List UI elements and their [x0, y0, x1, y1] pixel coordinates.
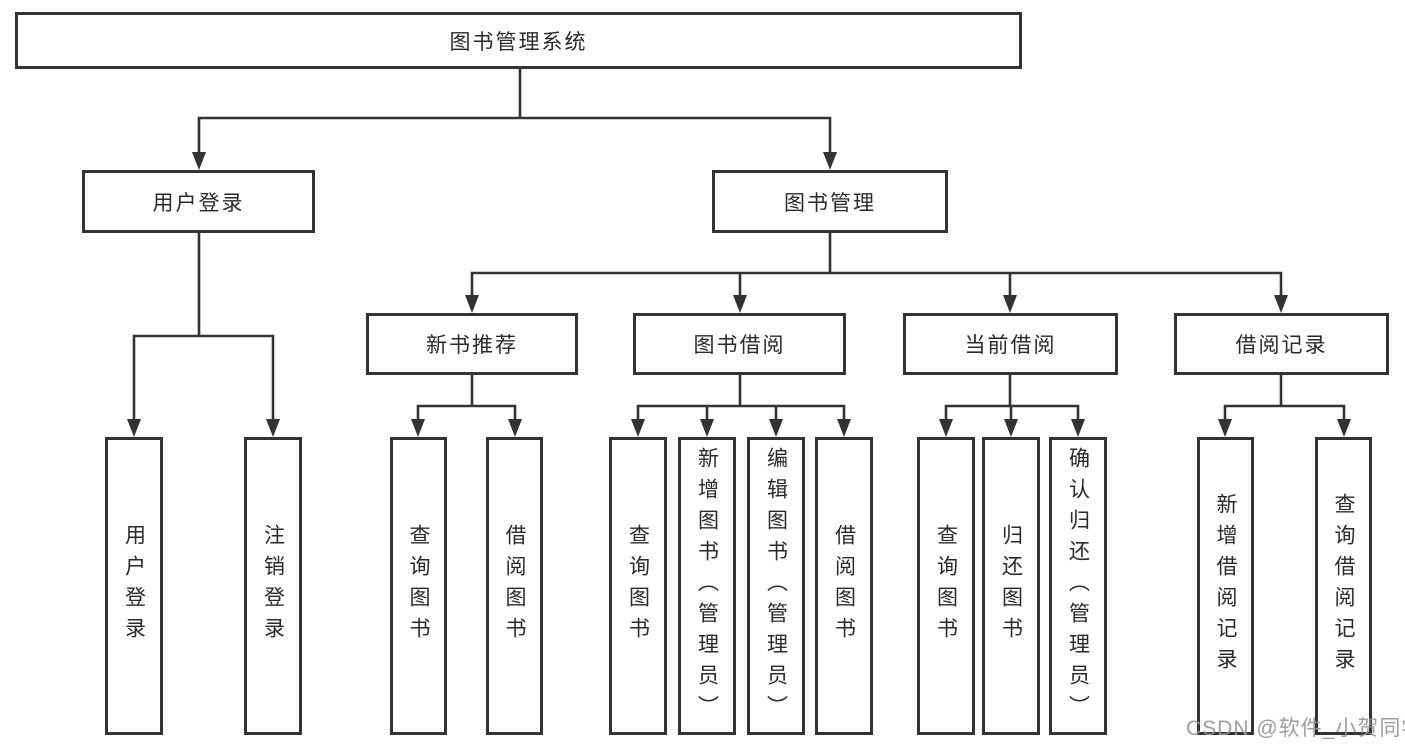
leaf-recommend-borrow-book: 借阅图书	[486, 437, 543, 735]
leaf-current-query-book: 查询图书	[917, 437, 975, 735]
arrowhead	[1071, 419, 1085, 437]
arrowhead	[631, 419, 645, 437]
arrowhead	[1218, 419, 1232, 437]
node-user-login: 用户登录	[82, 170, 315, 233]
arrowhead	[192, 152, 206, 170]
leaf-borrow-add-book-admin: 新增图书（管理员）	[678, 437, 736, 735]
arrowhead	[939, 419, 953, 437]
connector-borrow-record-to-leaves	[1223, 375, 1346, 424]
arrowhead	[1337, 419, 1351, 437]
node-book-borrow: 图书借阅	[633, 313, 846, 375]
arrowhead	[769, 419, 783, 437]
leaf-current-return-book: 归还图书	[982, 437, 1040, 735]
arrowhead	[411, 419, 425, 437]
node-current-borrow: 当前借阅	[903, 313, 1118, 375]
connector-book-management-to-level3	[470, 233, 1283, 300]
arrowhead	[733, 295, 747, 313]
arrowhead	[1274, 295, 1288, 313]
arrowhead	[1003, 295, 1017, 313]
leaf-logout: 注销登录	[244, 437, 302, 735]
arrowhead	[700, 419, 714, 437]
leaf-borrow-borrow-book: 借阅图书	[815, 437, 873, 735]
arrowhead	[465, 295, 479, 313]
node-library-management-system: 图书管理系统	[15, 12, 1022, 69]
leaf-borrow-query-book: 查询图书	[609, 437, 667, 735]
arrowhead	[266, 419, 280, 437]
connector-new-book-recommend-to-leaves	[416, 375, 517, 424]
leaf-add-borrow-record: 新增借阅记录	[1197, 437, 1254, 735]
leaf-user-login: 用户登录	[105, 437, 163, 735]
arrowhead	[508, 419, 522, 437]
connector-user-login-to-leaves	[132, 233, 275, 424]
arrowhead	[823, 152, 837, 170]
arrowhead	[127, 419, 141, 437]
connector-root-to-level2	[197, 69, 832, 156]
leaf-recommend-query-book: 查询图书	[390, 437, 447, 735]
connector-book-borrow-to-leaves	[636, 375, 846, 424]
node-book-management: 图书管理	[712, 170, 948, 233]
arrowhead	[1004, 419, 1018, 437]
node-borrow-record: 借阅记录	[1174, 313, 1389, 375]
connector-current-borrow-to-leaves	[944, 375, 1080, 424]
csdn-watermark: CSDN @软件_小贺同学	[1186, 717, 1405, 740]
leaf-query-borrow-record: 查询借阅记录	[1315, 437, 1372, 735]
arrowheads	[127, 152, 1351, 437]
leaf-current-confirm-return-admin: 确认归还（管理员）	[1049, 437, 1107, 735]
node-new-book-recommend: 新书推荐	[366, 313, 578, 375]
leaf-borrow-edit-book-admin: 编辑图书（管理员）	[747, 437, 805, 735]
arrowhead	[837, 419, 851, 437]
